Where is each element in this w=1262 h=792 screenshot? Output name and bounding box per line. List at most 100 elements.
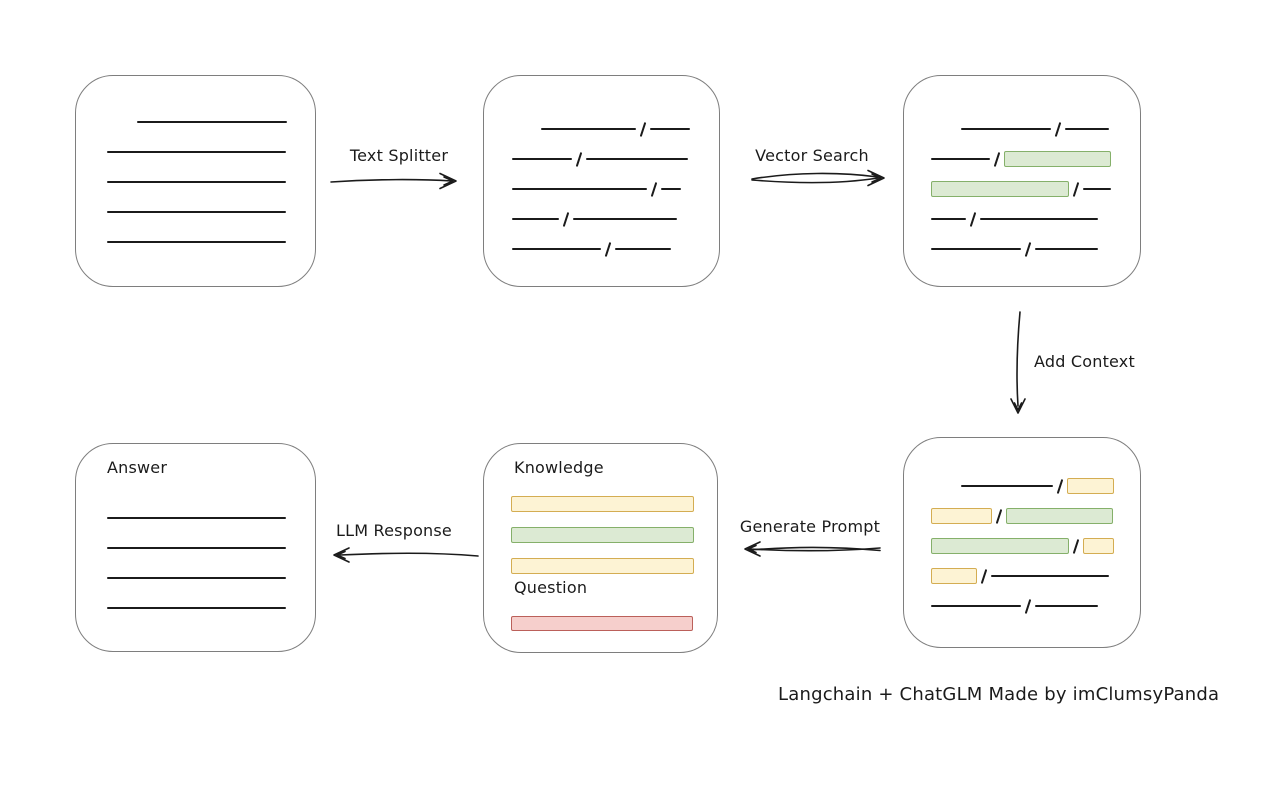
segment-row [107, 503, 286, 533]
text-line [931, 158, 990, 160]
text-line [107, 577, 286, 579]
answer-lines [107, 503, 286, 623]
segment-row [511, 550, 694, 581]
slash-separator [562, 211, 570, 227]
question-bar [511, 608, 693, 639]
segment-row [484, 204, 719, 234]
highlight-chunk-red [511, 616, 693, 631]
add-context-arrow [1010, 311, 1026, 414]
add-context-label: Add Context [1034, 352, 1135, 371]
answer-title: Answer [107, 458, 168, 477]
slash-separator [993, 151, 1001, 167]
vector-search-label: Vector Search [755, 146, 869, 165]
text-line [1083, 188, 1111, 190]
context-box [903, 437, 1141, 648]
segment-row [904, 591, 1140, 621]
slash-separator [1072, 538, 1080, 554]
text-line [1035, 605, 1098, 607]
text-line [137, 121, 287, 123]
highlight-chunk-green [511, 526, 694, 543]
vector-search-results-box [903, 75, 1141, 287]
segment-row [904, 501, 1140, 531]
highlight-chunk-green [931, 181, 1069, 197]
text-line [512, 158, 572, 160]
slash-separator [969, 211, 977, 227]
text-line [107, 547, 286, 549]
highlight-chunk-green [1004, 151, 1111, 167]
text-line [586, 158, 688, 160]
text-line [931, 218, 966, 220]
vector-search-results-rows [904, 114, 1140, 264]
segment-row [76, 227, 315, 257]
text-line [1065, 128, 1109, 130]
segment-row [107, 563, 286, 593]
slash-separator [995, 508, 1003, 524]
answer-box: Answer [75, 443, 316, 652]
document-box [75, 75, 316, 287]
slash-separator [1054, 121, 1062, 137]
segment-row [484, 144, 719, 174]
text-line [931, 605, 1021, 607]
segment-row [484, 114, 719, 144]
segment-row [904, 114, 1140, 144]
diagram-caption: Langchain + ChatGLM Made by imClumsyPand… [778, 684, 1220, 705]
llm-response-label: LLM Response [336, 521, 452, 540]
slash-separator [604, 241, 612, 257]
text-line [512, 218, 559, 220]
slash-separator [980, 568, 988, 584]
segment-row [904, 561, 1140, 591]
context-rows [904, 471, 1140, 621]
segment-row [511, 608, 693, 639]
segment-row [904, 204, 1140, 234]
knowledge-bars [511, 488, 694, 581]
slash-separator [1024, 598, 1032, 614]
text-line [512, 188, 647, 190]
segment-row [76, 167, 315, 197]
slash-separator [1056, 478, 1064, 494]
highlight-chunk-yellow [931, 568, 977, 584]
highlight-chunk-yellow [1083, 538, 1114, 554]
text-line [512, 248, 601, 250]
text-chunks-rows [484, 114, 719, 264]
text-line [107, 241, 286, 243]
text-splitter-arrow [330, 172, 457, 190]
text-line [650, 128, 690, 130]
text-line [991, 575, 1109, 577]
highlight-chunk-yellow [511, 557, 694, 574]
prompt-box: Knowledge Question [483, 443, 718, 653]
text-line [107, 211, 286, 213]
segment-row [904, 471, 1140, 501]
text-line [661, 188, 681, 190]
highlight-chunk-yellow [511, 495, 694, 512]
segment-row [107, 593, 286, 623]
segment-row [76, 107, 315, 137]
segment-row [76, 137, 315, 167]
segment-row [484, 234, 719, 264]
document-lines [76, 107, 315, 257]
text-line [980, 218, 1098, 220]
slash-separator [575, 151, 583, 167]
highlight-chunk-green [931, 538, 1069, 554]
slash-separator [1072, 181, 1080, 197]
highlight-chunk-yellow [1067, 478, 1114, 494]
segment-row [511, 519, 694, 550]
segment-row [904, 174, 1140, 204]
slash-separator [1024, 241, 1032, 257]
highlight-chunk-green [1006, 508, 1113, 524]
generate-prompt-arrow [744, 541, 881, 557]
text-splitter-label: Text Splitter [349, 146, 449, 165]
text-line [961, 128, 1051, 130]
segment-row [107, 533, 286, 563]
highlight-chunk-yellow [931, 508, 992, 524]
text-line [961, 485, 1053, 487]
knowledge-title: Knowledge [514, 458, 604, 477]
segment-row [511, 488, 694, 519]
text-line [573, 218, 677, 220]
segment-row [904, 144, 1140, 174]
question-title: Question [514, 578, 588, 597]
llm-response-arrow [333, 547, 479, 563]
text-chunks-box [483, 75, 720, 287]
text-line [107, 517, 286, 519]
vector-search-arrow [751, 169, 885, 187]
